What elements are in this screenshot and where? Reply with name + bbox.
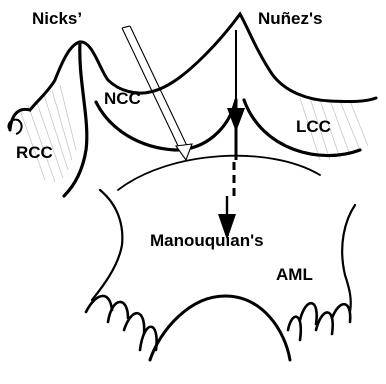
aml-outline: [92, 190, 355, 312]
label-manouquian: Manouquian's: [150, 231, 264, 250]
commissure-outline: [10, 14, 376, 130]
annulus-arc: [118, 156, 320, 190]
chordae-left: [86, 296, 157, 350]
label-ncc: NCC: [104, 89, 141, 108]
mitral-arch: [150, 296, 290, 360]
label-nunez: Nuñez's: [258, 9, 323, 28]
label-aml: AML: [276, 265, 313, 284]
label-nicks: Nicks’: [32, 9, 82, 28]
label-rcc: RCC: [16, 143, 53, 162]
chordae-right: [288, 303, 350, 340]
rcc-cusp-outline: [64, 42, 87, 196]
label-lcc: LCC: [296, 117, 331, 136]
nunez-arrow: [218, 30, 245, 240]
